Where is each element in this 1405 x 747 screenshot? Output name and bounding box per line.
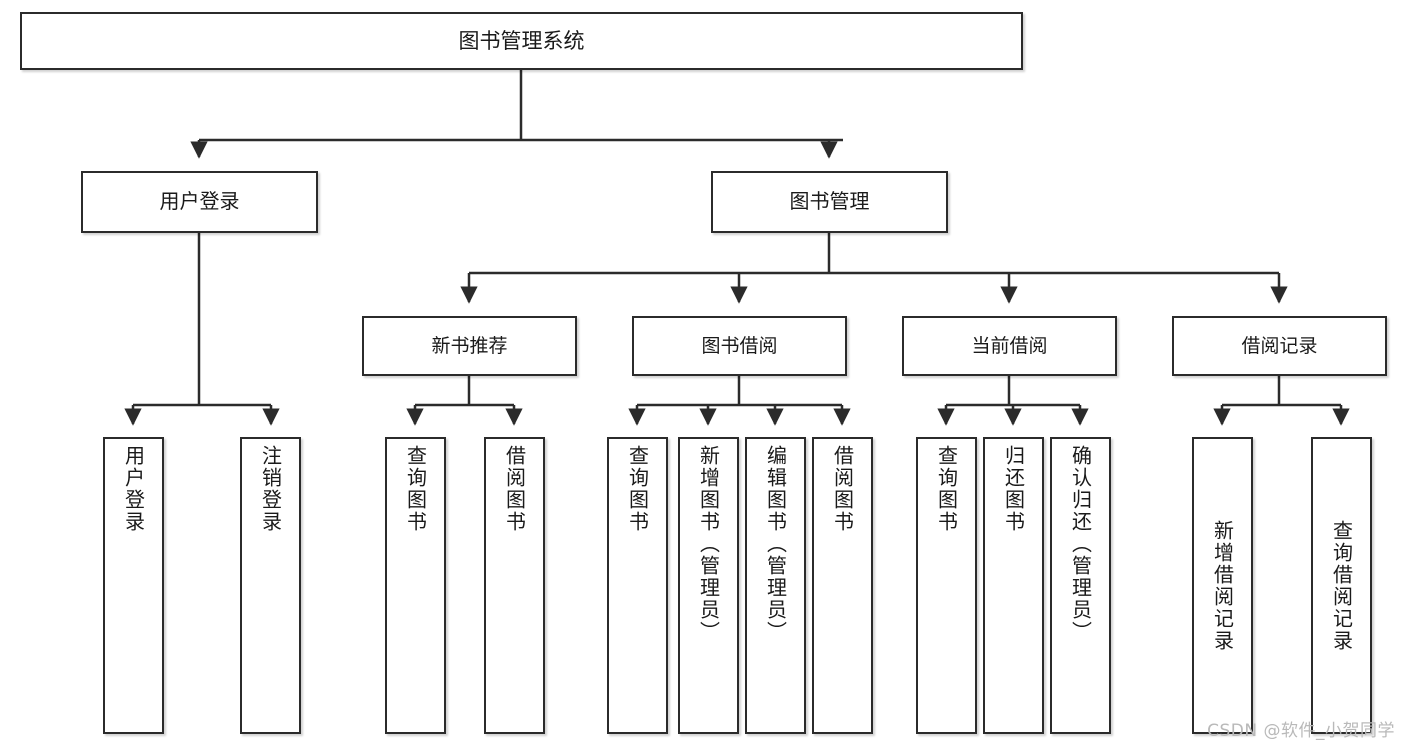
leaf-query-book-1[interactable]: 查询图书	[385, 437, 446, 734]
node-new-book-recommend-label: 新书推荐	[431, 334, 508, 357]
leaf-query-record[interactable]: 查询借阅记录	[1311, 437, 1372, 734]
leaf-user-logout[interactable]: 注销登录	[240, 437, 301, 734]
node-user-login[interactable]: 用户登录	[81, 171, 318, 233]
leaf-edit-book[interactable]: 编辑图书（管理员）	[745, 437, 806, 734]
leaf-borrow-book-1-label: 借阅图书	[502, 445, 527, 533]
leaf-borrow-book-1[interactable]: 借阅图书	[484, 437, 545, 734]
node-book-manage[interactable]: 图书管理	[711, 171, 948, 233]
node-root-label: 图书管理系统	[458, 28, 585, 53]
edges-book-borrow	[628, 376, 851, 426]
leaf-query-book-3[interactable]: 查询图书	[916, 437, 977, 734]
edges-borrow-record	[1213, 376, 1350, 426]
edges-current-borrow	[937, 376, 1089, 426]
edges-new-book-recommend	[406, 376, 523, 426]
leaf-query-record-label: 查询借阅记录	[1329, 519, 1354, 652]
leaf-query-book-3-label: 查询图书	[934, 445, 959, 533]
node-new-book-recommend[interactable]: 新书推荐	[362, 316, 577, 376]
edges-book-manage	[460, 233, 1288, 304]
leaf-return-book[interactable]: 归还图书	[983, 437, 1044, 734]
leaf-confirm-return-label: 确认归还（管理员）	[1068, 445, 1093, 643]
edges-root	[190, 70, 843, 159]
edges-user-login	[124, 233, 280, 426]
node-book-manage-label: 图书管理	[789, 189, 870, 214]
node-book-borrow[interactable]: 图书借阅	[632, 316, 847, 376]
leaf-add-book[interactable]: 新增图书（管理员）	[678, 437, 739, 734]
node-borrow-record-label: 借阅记录	[1241, 334, 1318, 357]
node-borrow-record[interactable]: 借阅记录	[1172, 316, 1387, 376]
node-book-borrow-label: 图书借阅	[701, 334, 778, 357]
leaf-edit-book-label: 编辑图书（管理员）	[763, 445, 788, 643]
leaf-borrow-book-2[interactable]: 借阅图书	[812, 437, 873, 734]
leaf-confirm-return[interactable]: 确认归还（管理员）	[1050, 437, 1111, 734]
leaf-user-login[interactable]: 用户登录	[103, 437, 164, 734]
leaf-add-record[interactable]: 新增借阅记录	[1192, 437, 1253, 734]
node-user-login-label: 用户登录	[159, 189, 240, 214]
leaf-return-book-label: 归还图书	[1001, 445, 1026, 533]
leaf-query-book-2-label: 查询图书	[625, 445, 650, 533]
leaf-user-logout-label: 注销登录	[258, 445, 283, 533]
leaf-borrow-book-2-label: 借阅图书	[830, 445, 855, 533]
leaf-add-book-label: 新增图书（管理员）	[696, 445, 721, 643]
leaf-query-book-1-label: 查询图书	[403, 445, 428, 533]
node-root[interactable]: 图书管理系统	[20, 12, 1023, 70]
leaf-query-book-2[interactable]: 查询图书	[607, 437, 668, 734]
node-current-borrow-label: 当前借阅	[971, 334, 1048, 357]
leaf-add-record-label: 新增借阅记录	[1210, 519, 1235, 652]
node-current-borrow[interactable]: 当前借阅	[902, 316, 1117, 376]
leaf-user-login-label: 用户登录	[121, 445, 146, 533]
